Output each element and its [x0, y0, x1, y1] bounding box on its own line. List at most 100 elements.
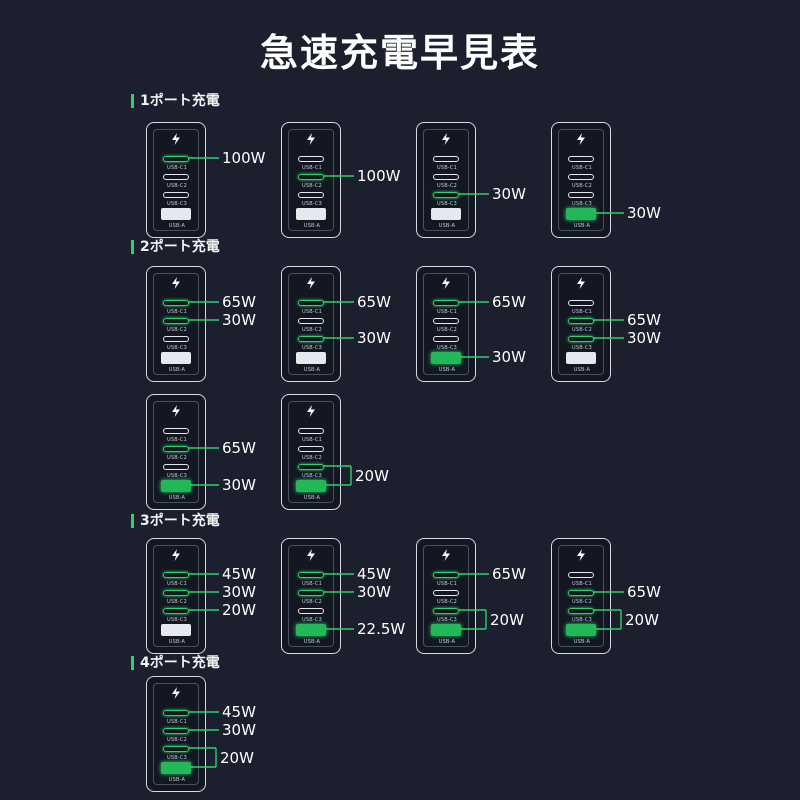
watt-label: 45W	[357, 565, 391, 583]
port-c3	[163, 608, 189, 614]
port-label-c2: USB-C2	[302, 327, 322, 333]
lightning-bolt-icon	[307, 549, 315, 561]
port-label-c1: USB-C1	[302, 581, 322, 587]
watt-label: 20W	[490, 610, 524, 629]
port-label-c2: USB-C2	[437, 327, 457, 333]
watt-label: 30W	[627, 204, 661, 222]
lightning-bolt-icon	[577, 549, 585, 561]
port-label-a: USB-A	[438, 367, 456, 373]
watt-label: 45W	[222, 703, 256, 721]
port-label-c3: USB-C3	[302, 617, 322, 623]
lightning-bolt-icon	[442, 549, 450, 561]
port-label-c3: USB-C3	[437, 345, 457, 351]
port-label-c2: USB-C2	[302, 455, 322, 461]
lightning-bolt-icon	[172, 687, 180, 699]
section-2-port: 2ポート充電	[131, 239, 220, 255]
port-label-a: USB-A	[573, 639, 591, 645]
port-label-c3: USB-C3	[437, 201, 457, 207]
port-label-a: USB-A	[168, 777, 186, 783]
watt-label: 100W	[357, 167, 401, 185]
lightning-bolt-icon	[172, 133, 180, 145]
port-label-c1: USB-C1	[572, 165, 592, 171]
watt-label: 30W	[222, 476, 256, 494]
lightning-bolt-icon	[307, 133, 315, 145]
port-c3	[298, 464, 324, 470]
port-label-c3: USB-C3	[302, 473, 322, 479]
port-a	[161, 480, 191, 492]
port-c1	[568, 156, 594, 162]
port-c1	[163, 428, 189, 434]
port-c1	[298, 300, 324, 306]
port-label-c1: USB-C1	[302, 437, 322, 443]
port-label-a: USB-A	[303, 495, 321, 501]
watt-label: 65W	[357, 293, 391, 311]
lightning-bolt-icon	[577, 277, 585, 289]
port-label-c3: USB-C3	[302, 201, 322, 207]
watt-label: 65W	[222, 293, 256, 311]
port-label-c3: USB-C3	[167, 201, 187, 207]
watt-label: 20W	[355, 466, 389, 485]
port-label-c1: USB-C1	[167, 309, 187, 315]
port-label-c3: USB-C3	[572, 201, 592, 207]
section-1-port: 1ポート充電	[131, 93, 220, 109]
watt-label: 20W	[222, 601, 256, 619]
port-label-c2: USB-C2	[167, 737, 187, 743]
port-c2	[568, 318, 594, 324]
port-a	[296, 624, 326, 636]
watt-label: 30W	[492, 185, 526, 203]
port-label-c3: USB-C3	[167, 755, 187, 761]
port-label-c2: USB-C2	[167, 599, 187, 605]
port-label-a: USB-A	[303, 639, 321, 645]
port-c1	[298, 428, 324, 434]
lightning-bolt-icon	[172, 277, 180, 289]
port-a	[431, 208, 461, 220]
port-c2	[298, 174, 324, 180]
port-label-a: USB-A	[573, 367, 591, 373]
lightning-bolt-icon	[307, 277, 315, 289]
port-c2	[298, 590, 324, 596]
port-label-c1: USB-C1	[167, 165, 187, 171]
port-c3	[433, 192, 459, 198]
port-label-c2: USB-C2	[167, 455, 187, 461]
port-c2	[163, 446, 189, 452]
watt-label: 30W	[222, 583, 256, 601]
watt-label: 65W	[492, 565, 526, 583]
port-c2	[568, 590, 594, 596]
port-c3	[568, 336, 594, 342]
watt-label: 20W	[625, 610, 659, 629]
port-c1	[163, 300, 189, 306]
port-c3	[163, 336, 189, 342]
port-label-c1: USB-C1	[302, 165, 322, 171]
port-c2	[298, 318, 324, 324]
lightning-bolt-icon	[577, 133, 585, 145]
port-label-c1: USB-C1	[572, 581, 592, 587]
port-a	[296, 208, 326, 220]
port-label-a: USB-A	[303, 367, 321, 373]
port-c1	[568, 300, 594, 306]
port-c3	[163, 192, 189, 198]
port-label-c2: USB-C2	[302, 183, 322, 189]
port-label-a: USB-A	[168, 495, 186, 501]
watt-label: 30W	[357, 329, 391, 347]
port-a	[161, 624, 191, 636]
port-c2	[163, 174, 189, 180]
port-a	[161, 352, 191, 364]
watt-label: 65W	[627, 311, 661, 329]
port-c1	[298, 572, 324, 578]
port-label-c2: USB-C2	[437, 599, 457, 605]
port-label-a: USB-A	[438, 223, 456, 229]
port-label-c3: USB-C3	[437, 617, 457, 623]
port-a	[566, 624, 596, 636]
port-label-c2: USB-C2	[572, 599, 592, 605]
port-label-c1: USB-C1	[572, 309, 592, 315]
lightning-bolt-icon	[172, 549, 180, 561]
